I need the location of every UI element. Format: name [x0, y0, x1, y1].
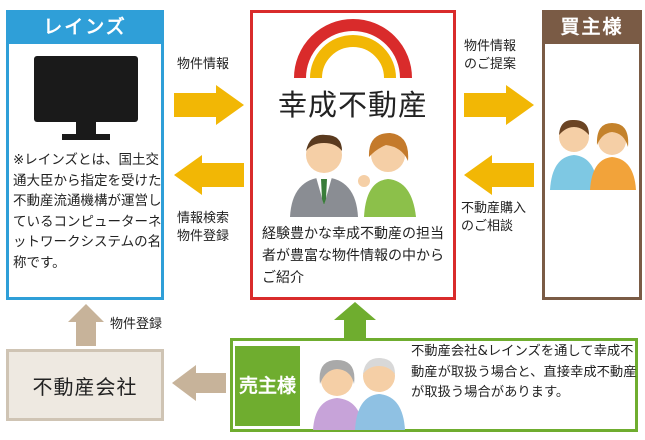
company-description: 経験豊かな幸成不動産の担当者が豊富な物件情報の中からご紹介 [262, 226, 444, 286]
label-property-info: 物件情報 [177, 57, 230, 72]
arrow-left-icon [172, 365, 226, 401]
label-proposal-line1: 物件情報 [464, 39, 517, 54]
company-box [250, 10, 456, 300]
label-consultation-line2: のご相談 [461, 219, 514, 234]
label-proposal-line2: のご提案 [464, 57, 517, 72]
label-proposal: 物件情報 のご提案 [464, 38, 516, 74]
arrow-right-icon [174, 85, 244, 125]
reins-title: レインズ [6, 10, 164, 44]
arrow-right-icon [464, 85, 534, 125]
buyer-couple-icon [550, 119, 636, 190]
monitor-icon [34, 56, 138, 140]
seller-description: 不動産会社&レインズを通して幸成不動産が取扱う場合と、直接幸成不動産が取扱う場合… [411, 344, 637, 400]
rainbow-logo-icon [294, 19, 412, 79]
label-search-line1: 情報検索 [177, 211, 230, 226]
reins-description: ※レインズとは、国土交通大臣から指定を受けた不動産流通機構が運営しているコンピュ… [13, 152, 162, 271]
label-consultation-line1: 不動産購入 [461, 201, 527, 216]
label-consultation: 不動産購入 のご相談 [461, 200, 526, 236]
arrow-up-icon [68, 304, 104, 346]
seller-title: 売主様 [235, 346, 300, 426]
elderly-couple-icon [313, 358, 405, 430]
company-name: 幸成不動産 [277, 88, 428, 122]
arrow-left-icon [464, 155, 534, 195]
arrow-left-icon [174, 155, 244, 195]
agency-title: 不動産会社 [32, 375, 138, 399]
label-search-register: 情報検索 物件登録 [177, 210, 229, 246]
label-agency-register: 物件登録 [110, 317, 163, 332]
arrow-up-icon [334, 302, 376, 338]
buyer-title: 買主様 [542, 10, 642, 44]
label-search-line2: 物件登録 [177, 229, 230, 244]
staff-illustration-icon [290, 133, 416, 217]
buyer-box [542, 10, 642, 300]
agency-box [6, 349, 164, 421]
